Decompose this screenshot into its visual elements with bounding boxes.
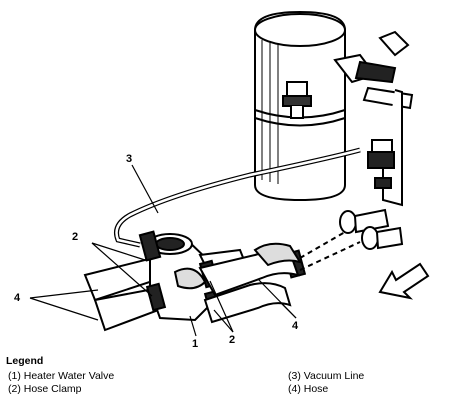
- callout-2-left: 2: [72, 231, 78, 243]
- callout-2-right: 2: [229, 334, 235, 346]
- legend-column-right: (3) Vacuum Line (4) Hose: [288, 370, 364, 396]
- legend-title: Legend: [6, 355, 44, 367]
- callout-4-left: 4: [14, 292, 21, 304]
- legend-column-left: (1) Heater Water Valve (2) Hose Clamp: [8, 370, 114, 396]
- callout-4-right: 4: [292, 320, 299, 332]
- callout-3: 3: [126, 153, 132, 165]
- hose-right: [198, 242, 303, 324]
- callout-1: 1: [192, 338, 198, 350]
- legend-item-vacuum-line: (3) Vacuum Line: [288, 370, 365, 382]
- vacuum-reservoir: [254, 10, 346, 202]
- pipe-ends: [299, 208, 404, 271]
- leader-lines: [29, 164, 297, 337]
- mounting-bracket: [367, 89, 403, 207]
- legend-item-hose-clamp: (2) Hose Clamp: [8, 383, 82, 395]
- vacuum-line: [114, 147, 361, 248]
- legend: Legend (1) Heater Water Valve (2) Hose C…: [6, 355, 456, 395]
- legend-item-heater-water-valve: (1) Heater Water Valve: [8, 370, 115, 382]
- legend-item-hose: (4) Hose: [288, 383, 329, 395]
- direction-arrow-icon: [378, 262, 430, 300]
